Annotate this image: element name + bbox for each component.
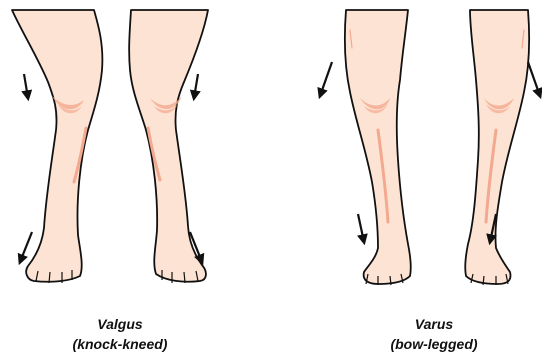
valgus-left-leg xyxy=(12,10,102,283)
arrow-down-icon xyxy=(358,214,364,242)
valgus-label: Valgus xyxy=(40,314,200,334)
varus-description: (bow-legged) xyxy=(354,334,514,354)
varus-label: Varus xyxy=(354,314,514,334)
valgus-panel xyxy=(12,10,208,283)
arrow-down-icon xyxy=(194,74,198,98)
arrow-down-icon xyxy=(24,74,28,98)
arrow-down-left-icon xyxy=(20,232,32,262)
valgus-caption: Valgus (knock-kneed) xyxy=(40,314,200,354)
valgus-description: (knock-kneed) xyxy=(40,334,200,354)
valgus-right-leg xyxy=(129,10,208,283)
varus-caption: Varus (bow-legged) xyxy=(354,314,514,354)
varus-panel xyxy=(320,10,540,285)
arrow-down-right-icon xyxy=(528,62,540,96)
varus-left-leg xyxy=(345,10,411,285)
arrow-down-left-icon xyxy=(320,62,332,96)
varus-right-leg xyxy=(465,10,529,285)
